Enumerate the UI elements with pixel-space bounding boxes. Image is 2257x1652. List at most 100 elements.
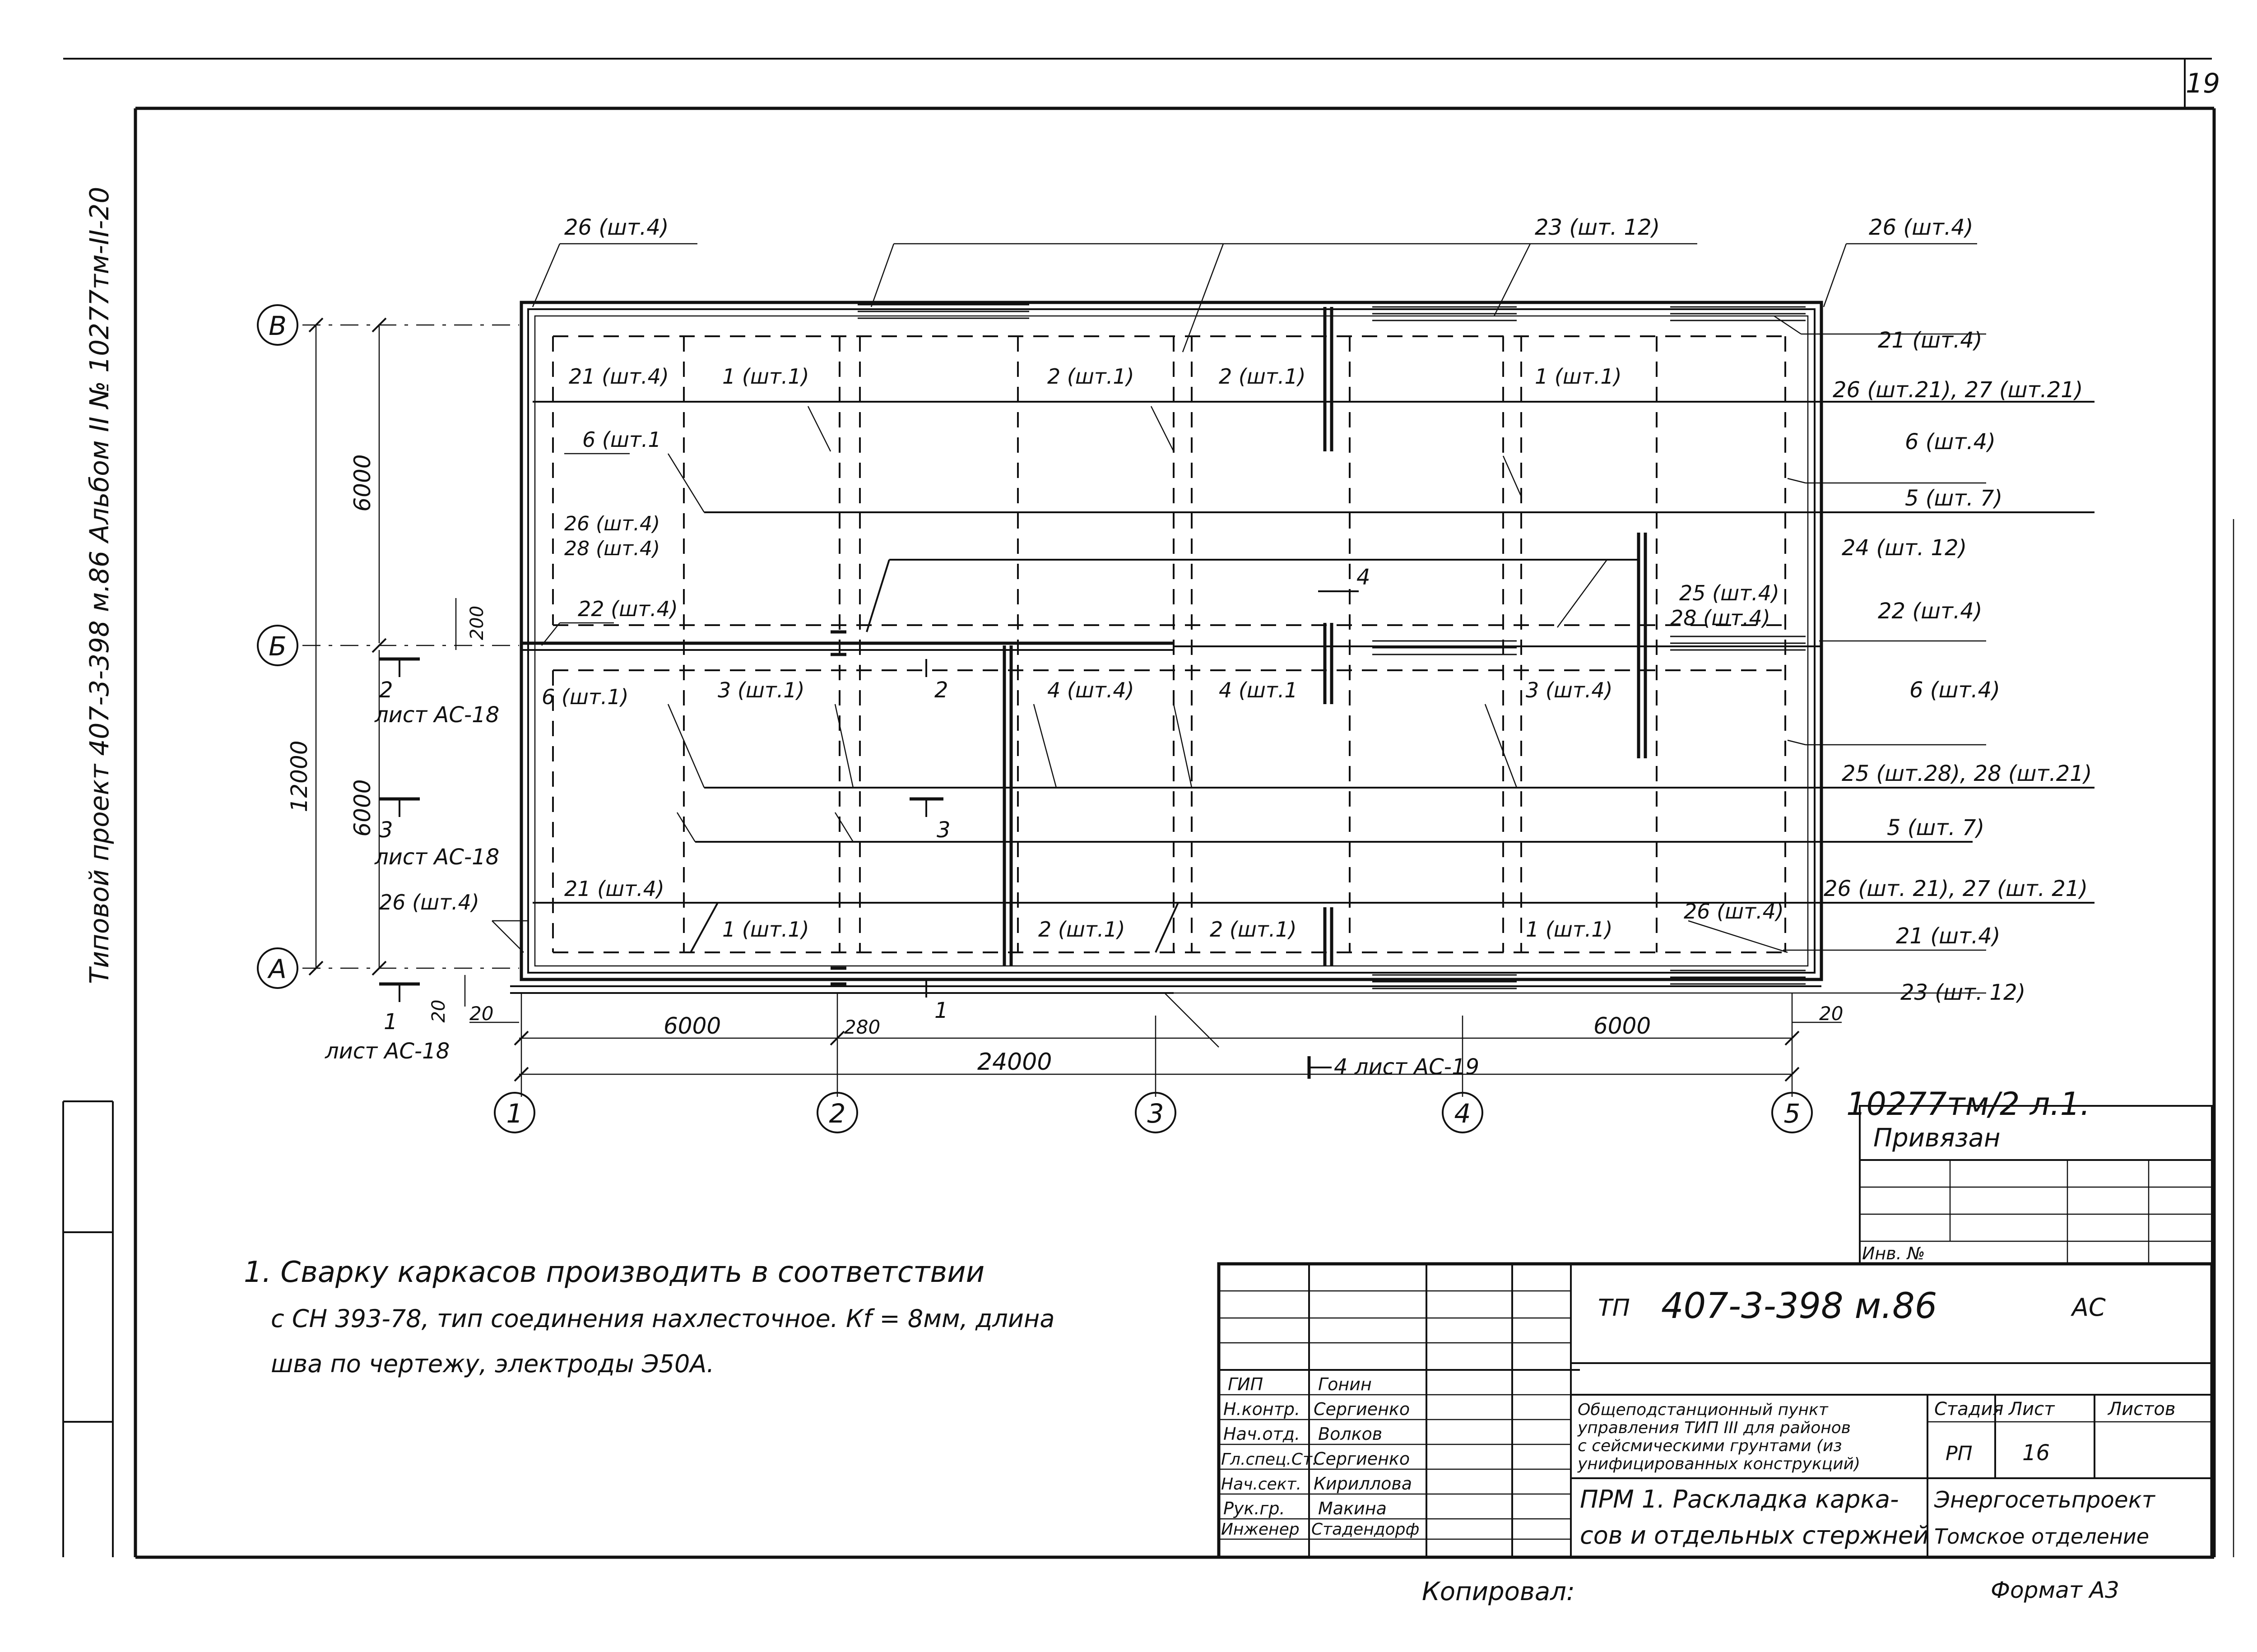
dim-12000: 12000 bbox=[286, 740, 312, 812]
mark-2: 2 bbox=[934, 678, 948, 703]
axis-bubble-col-1: 1 bbox=[494, 1092, 535, 1133]
svg-text:21 (шт.4): 21 (шт.4) bbox=[1896, 923, 2000, 949]
svg-text:3 (шт.4): 3 (шт.4) bbox=[1526, 678, 1613, 702]
svg-text:Гонин: Гонин bbox=[1318, 1374, 1372, 1394]
dim-total: 24000 bbox=[977, 1049, 1052, 1076]
svg-text:24 (шт. 12): 24 (шт. 12) bbox=[1842, 535, 1967, 561]
leader-lines bbox=[492, 243, 1986, 1048]
axis-bubble-row-v: В bbox=[257, 304, 298, 346]
svg-text:Инв. №: Инв. № bbox=[1862, 1244, 1925, 1263]
section-1-num: 1 bbox=[384, 1009, 398, 1035]
svg-text:2: 2 bbox=[829, 1098, 846, 1129]
svg-text:Гл.спец.Ст.: Гл.спец.Ст. bbox=[1221, 1450, 1318, 1469]
section-markers bbox=[379, 590, 1359, 1079]
svg-text:А: А bbox=[267, 954, 287, 984]
dim-20-right: 20 bbox=[1819, 1002, 1843, 1025]
svg-text:4 (шт.4): 4 (шт.4) bbox=[1047, 678, 1134, 702]
svg-text:ГИП: ГИП bbox=[1228, 1374, 1263, 1394]
svg-text:1 (шт.1): 1 (шт.1) bbox=[722, 917, 809, 942]
svg-text:1 (шт.1): 1 (шт.1) bbox=[1526, 917, 1613, 942]
svg-text:Сергиенко: Сергиенко bbox=[1314, 1449, 1410, 1469]
svg-text:АС: АС bbox=[2071, 1293, 2106, 1322]
svg-text:Лист: Лист bbox=[2008, 1399, 2055, 1420]
axis-bubble-col-3: 3 bbox=[1135, 1092, 1176, 1133]
axis-bubble-col-2: 2 bbox=[817, 1092, 858, 1133]
svg-text:21 (шт.4): 21 (шт.4) bbox=[1878, 328, 1982, 353]
svg-text:26 (шт. 21), 27 (шт. 21): 26 (шт. 21), 27 (шт. 21) bbox=[1824, 876, 2088, 901]
axis-lines bbox=[302, 324, 1793, 1097]
svg-text:5 (шт. 7): 5 (шт. 7) bbox=[1905, 486, 2002, 511]
dim-200: 200 bbox=[467, 606, 488, 640]
svg-text:Рук.гр.: Рук.гр. bbox=[1223, 1499, 1285, 1518]
axis-bubble-col-5: 5 bbox=[1771, 1092, 1813, 1133]
section-2-sheet: лист АС-18 bbox=[374, 702, 499, 728]
svg-text:Б: Б bbox=[269, 631, 287, 662]
dim-20-left: 20 bbox=[469, 1002, 493, 1025]
svg-text:1: 1 bbox=[506, 1098, 523, 1129]
svg-text:28 (шт.4): 28 (шт.4) bbox=[1670, 606, 1770, 630]
svg-text:26 (шт.4): 26 (шт.4) bbox=[1684, 899, 1784, 923]
axis-bubble-col-4: 4 bbox=[1442, 1092, 1483, 1133]
axis-bubble-row-b: Б bbox=[257, 625, 298, 666]
title-block: ТП 407-3-398 м.86 АС ГИП Гонин Н.контр. … bbox=[1217, 1262, 2214, 1559]
svg-text:2 (шт.1): 2 (шт.1) bbox=[1038, 917, 1125, 942]
svg-text:Кириллова: Кириллова bbox=[1314, 1474, 1412, 1494]
svg-text:шва по чертежу, электроды Э50А: шва по чертежу, электроды Э50А. bbox=[271, 1350, 714, 1378]
svg-text:Макина: Макина bbox=[1318, 1499, 1387, 1518]
svg-text:ТП: ТП bbox=[1598, 1295, 1630, 1322]
svg-text:РП: РП bbox=[1946, 1442, 1973, 1465]
dim-20-vert: 20 bbox=[428, 1000, 449, 1023]
stamp-note: 10277тм/2 л.1. bbox=[1846, 1086, 2090, 1123]
svg-text:Н.контр.: Н.контр. bbox=[1223, 1399, 1300, 1419]
dim-6000-lower: 6000 bbox=[349, 779, 376, 836]
svg-text:2 (шт.1): 2 (шт.1) bbox=[1210, 917, 1297, 942]
callout-labels: 26 (шт.4) 23 (шт. 12) 26 (шт.4) 21 (шт.4… bbox=[379, 215, 2092, 1005]
side-title: Типовой проект 407-3-398 м.86 Альбом II … bbox=[84, 187, 115, 984]
svg-text:1 (шт.1): 1 (шт.1) bbox=[722, 364, 809, 389]
svg-text:Стадия: Стадия bbox=[1934, 1399, 2003, 1420]
svg-text:Нач.сект.: Нач.сект. bbox=[1221, 1475, 1301, 1494]
svg-text:унифицированных конструкций): унифицированных конструкций) bbox=[1577, 1455, 1860, 1473]
svg-text:26 (шт.4): 26 (шт.4) bbox=[564, 512, 660, 535]
long-rebars bbox=[533, 401, 2094, 953]
svg-text:Общеподстанционный пункт: Общеподстанционный пункт bbox=[1578, 1401, 1829, 1419]
svg-text:21 (шт.4): 21 (шт.4) bbox=[569, 364, 669, 389]
svg-text:ПРМ 1. Раскладка карка-: ПРМ 1. Раскладка карка- bbox=[1580, 1485, 1899, 1513]
svg-text:26 (шт.21), 27 (шт.21): 26 (шт.21), 27 (шт.21) bbox=[1833, 377, 2083, 403]
svg-text:16: 16 bbox=[2022, 1440, 2050, 1466]
svg-text:Листов: Листов bbox=[2107, 1399, 2175, 1420]
svg-text:Инженер: Инженер bbox=[1221, 1520, 1300, 1539]
svg-text:23 (шт. 12): 23 (шт. 12) bbox=[1535, 215, 1660, 240]
svg-text:5 (шт. 7): 5 (шт. 7) bbox=[1887, 815, 1984, 840]
dim-bay-4-5: 6000 bbox=[1593, 1013, 1651, 1039]
svg-text:407-3-398 м.86: 407-3-398 м.86 bbox=[1661, 1286, 1937, 1327]
dim-280: 280 bbox=[844, 1016, 880, 1038]
svg-text:22 (шт.4): 22 (шт.4) bbox=[1878, 599, 1982, 624]
section-4-label: 4 лист АС-19 bbox=[1334, 1054, 1479, 1080]
general-notes: 1. Сварку каркасов производить в соответ… bbox=[244, 1256, 1054, 1378]
section-3-sheet: лист АС-18 bbox=[374, 845, 499, 870]
sheet-frame bbox=[63, 58, 2234, 1559]
svg-text:2 (шт.1): 2 (шт.1) bbox=[1219, 364, 1306, 389]
svg-text:6 (шт.4): 6 (шт.4) bbox=[1909, 678, 2000, 703]
format-label: Формат А3 bbox=[1991, 1577, 2119, 1603]
svg-text:6 (шт.4): 6 (шт.4) bbox=[1905, 429, 1996, 455]
svg-text:4 (шт.1: 4 (шт.1 bbox=[1219, 678, 1298, 702]
dim-bay-1-2: 6000 bbox=[664, 1013, 721, 1039]
left-stamp-column bbox=[62, 1100, 114, 1557]
svg-text:сов и отдельных стержней: сов и отдельных стержней bbox=[1580, 1521, 1929, 1550]
mark-1: 1 bbox=[934, 998, 948, 1023]
svg-text:с сейсмическими грунтами (из: с сейсмическими грунтами (из bbox=[1578, 1437, 1842, 1455]
dimension-lines bbox=[308, 317, 1842, 1082]
axis-bubble-row-a: А bbox=[257, 947, 298, 989]
svg-text:В: В bbox=[269, 311, 287, 341]
svg-text:Привязан: Привязан bbox=[1873, 1123, 2000, 1153]
svg-text:21 (шт.4): 21 (шт.4) bbox=[564, 877, 664, 901]
svg-text:25 (шт.28), 28 (шт.21): 25 (шт.28), 28 (шт.21) bbox=[1842, 761, 2092, 786]
svg-text:1. Сварку каркасов производить: 1. Сварку каркасов производить в соответ… bbox=[244, 1256, 985, 1289]
sheet-number: 19 bbox=[2186, 68, 2220, 99]
section-2-num: 2 bbox=[379, 678, 393, 703]
svg-text:26 (шт.4): 26 (шт.4) bbox=[379, 890, 479, 914]
building-plan bbox=[492, 243, 2094, 1048]
